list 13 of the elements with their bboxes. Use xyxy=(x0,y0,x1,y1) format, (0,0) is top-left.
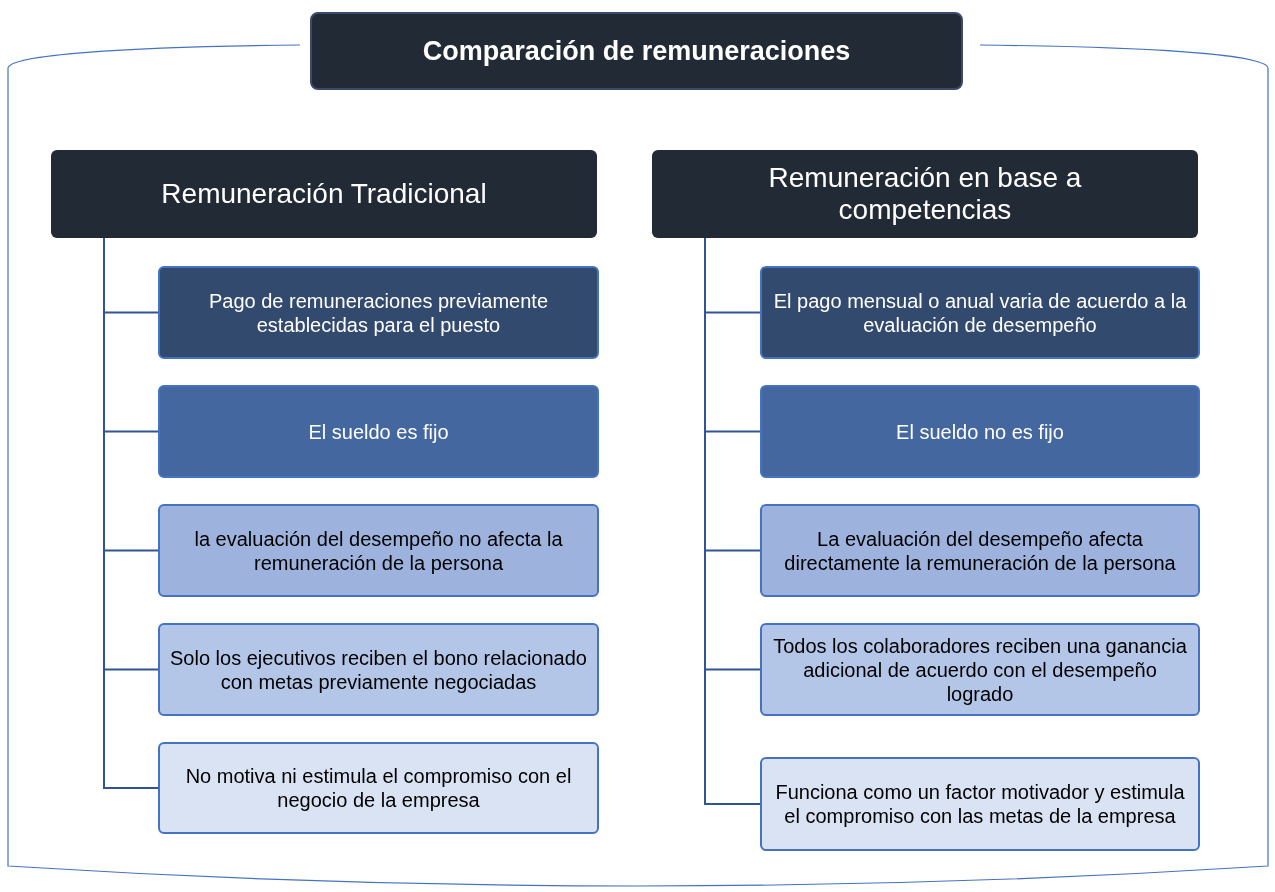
item-box: Solo los ejecutivos reciben el bono relacionado con metas previamente negociadas xyxy=(158,623,599,716)
item-box: El pago mensual o anual varia de acuerdo a la evaluación de desempeño xyxy=(760,266,1200,359)
item-box: La evaluación del desempeño afecta directamente la remuneración de la persona xyxy=(760,504,1200,597)
header-box: Remuneración Tradicional xyxy=(51,150,597,238)
item-box: No motiva ni estimula el compromiso con el negocio de la empresa xyxy=(158,742,599,834)
item-box: Todos los colaboradores reciben una ganancia adicional de acuerdo con el desempeño logrado xyxy=(760,623,1200,716)
item-box: El sueldo no es fijo xyxy=(760,385,1200,478)
item-box: Funciona como un factor motivador y estimula el compromiso con las metas de la empresa xyxy=(760,757,1200,851)
title-box: Comparación de remuneraciones xyxy=(310,12,963,90)
item-box: la evaluación del desempeño no afecta la remuneración de la persona xyxy=(158,504,599,597)
header-box: Remuneración en base a competencias xyxy=(652,150,1198,238)
item-box: El sueldo es fijo xyxy=(158,385,599,478)
item-box: Pago de remuneraciones previamente establecidas para el puesto xyxy=(158,266,599,359)
